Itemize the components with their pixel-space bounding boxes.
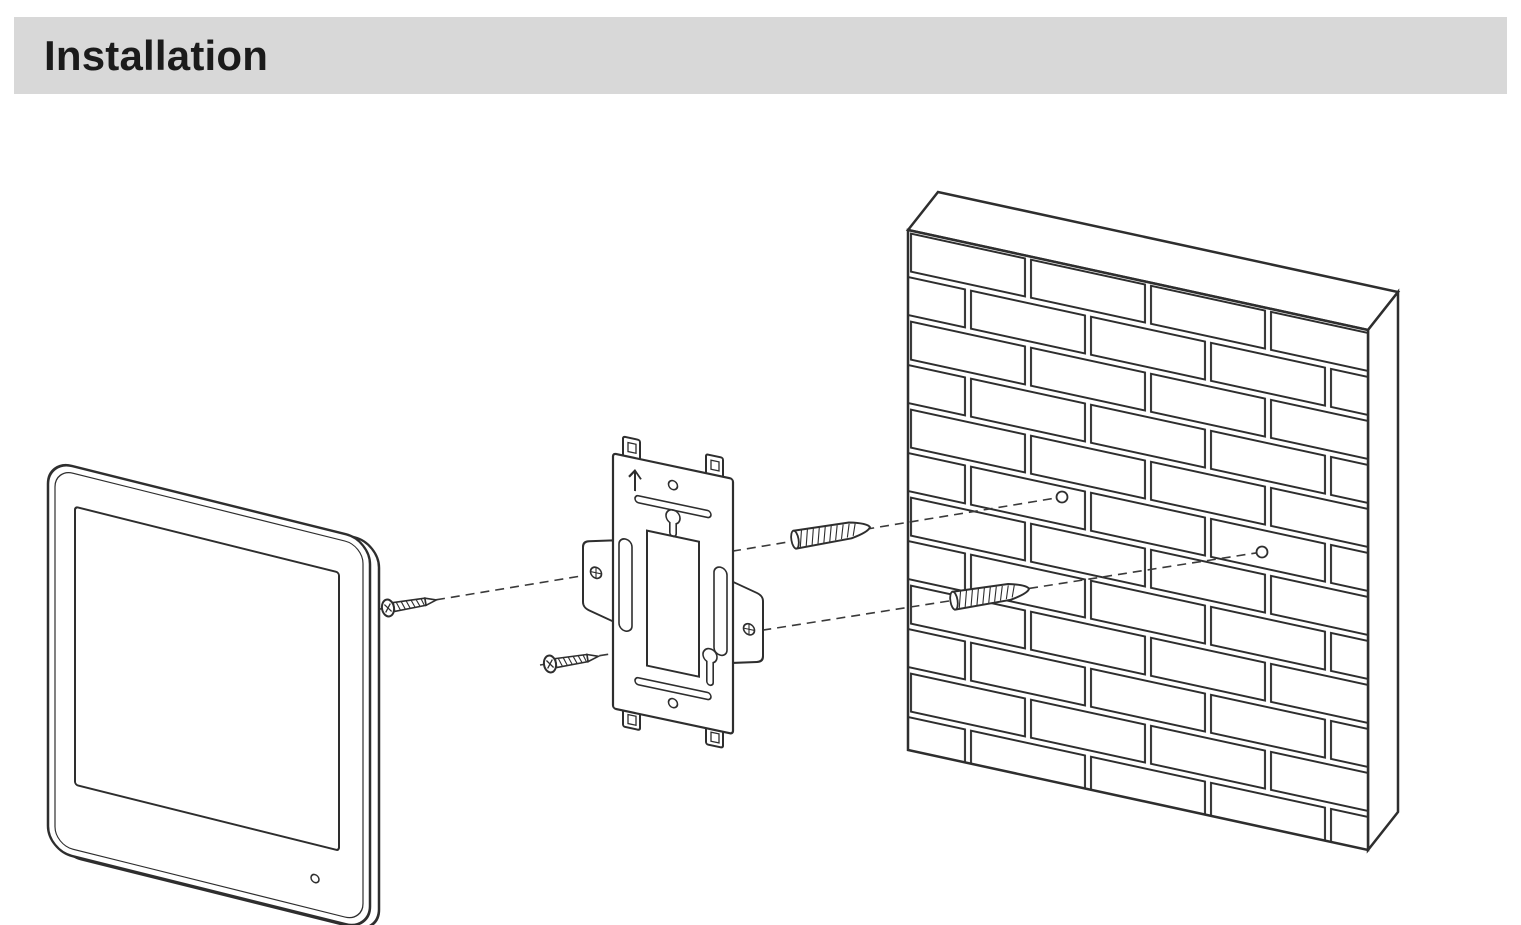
wall-anchor-upper [788,517,873,551]
page-title: Installation [44,31,269,79]
bracket-wing-right [732,580,764,664]
wall-front-face [906,228,1370,852]
bracket-left-slot [618,538,633,632]
bracket-right-slot [713,566,728,657]
bracket-wings [582,539,764,664]
monitor-indicator-dot [310,873,320,884]
bracket-keyhole-top [665,508,681,538]
bracket-wing-holes [589,566,756,636]
mounting-screw-lower [541,646,601,675]
monitor-bezel-line [54,472,364,919]
monitor [46,463,381,925]
section-header-bar: Installation [14,17,1507,94]
drill-hole-upper [1055,490,1069,504]
alignment-line-upper [361,496,1063,613]
bracket-wing-left [582,539,614,623]
bracket-keyhole-bottom [702,647,718,687]
bracket-bottom-hole [667,697,679,709]
drill-hole-lower [1255,545,1269,559]
orientation-arrow-icon [628,468,642,492]
bracket-bottom-slot [634,676,712,701]
bracket-top-hole [667,479,679,491]
bracket-plate [611,452,735,735]
wall-drill-holes [1055,490,1269,559]
monitor-screen [74,506,340,851]
bracket-details [618,468,728,709]
mounting-screw-upper [379,590,439,619]
brick-wall [905,190,1401,854]
mounting-bracket [582,435,764,749]
wall-side-face [1366,288,1400,854]
